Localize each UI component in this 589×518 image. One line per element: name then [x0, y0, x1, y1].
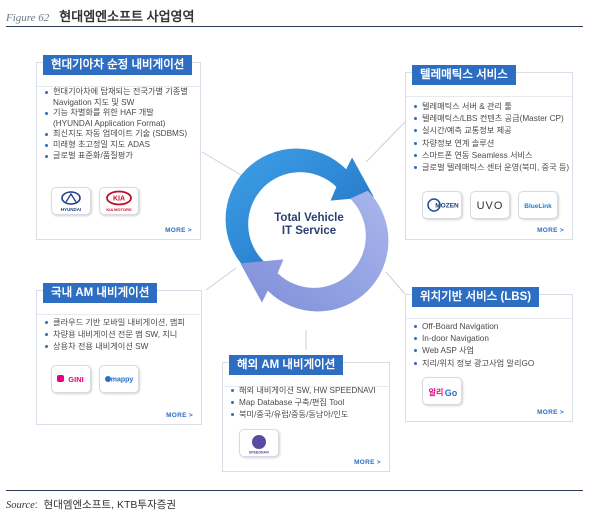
list-item: Web ASP 사업: [414, 345, 566, 357]
list-item: 텔레매틱스/LBS 컨텐츠 공급(Master CP): [414, 113, 566, 125]
list-item: 스마트폰 연동 Seamless 서비스: [414, 150, 566, 162]
hyundai-logo[interactable]: HYUNDAI: [51, 187, 91, 215]
list-item-continued: (HYUNDAI Application Format): [53, 118, 166, 128]
list-item: 미래형 초고정밀 지도 ADAS: [45, 140, 194, 151]
cycle-arrows-graphic: [225, 148, 389, 312]
center-line-2: IT Service: [281, 225, 337, 237]
svg-text:UVO: UVO: [477, 200, 504, 212]
list-item: 텔레매틱스 서버 & 관리 툴: [414, 101, 566, 113]
svg-text:MOZEN: MOZEN: [435, 203, 459, 210]
list-item-continued: Navigation 지도 및 SW: [53, 97, 135, 107]
source-note: Source: 현대엠엔소프트, KTB투자증권: [6, 499, 177, 511]
svg-text:BlueLink: BlueLink: [524, 203, 552, 210]
list-item: 차량용 내비게이션 전문 맵 SW, 지니: [45, 329, 195, 341]
list-item: 실시간/예측 교통정보 제공: [414, 125, 566, 137]
feature-list: Off-Board Navigation In-door Navigation …: [414, 321, 566, 370]
blue-cycle-arrow: [225, 148, 374, 270]
purple-cycle-arrow: [240, 190, 389, 312]
list-item: 상용차 전용 내비게이션 SW: [45, 341, 195, 353]
list-item: 기능 차별화를 위한 HAF 개발: [45, 108, 194, 119]
logo-row: GINI mappy: [51, 365, 139, 393]
uvo-logo[interactable]: UVO: [470, 191, 510, 219]
mozen-logo[interactable]: MOZEN: [422, 191, 462, 219]
box-title: 해외 AM 내비게이션: [229, 355, 344, 375]
bluelink-logo[interactable]: BlueLink: [518, 191, 558, 219]
alligo-logo[interactable]: 알리 Go: [422, 377, 462, 405]
box-overseas-am-navigation: 해외 AM 내비게이션 해외 내비게이션 SW, HW SPEEDNAVI Ma…: [222, 355, 390, 472]
svg-text:HYUNDAI: HYUNDAI: [61, 207, 82, 212]
list-item: Map Database 구축/편집 Tool: [231, 397, 383, 409]
more-link[interactable]: MORE >: [165, 227, 192, 234]
figure-header: Figure 62 현대엠엔소프트 사업영역: [6, 6, 583, 28]
box-location-based-service: 위치기반 서비스 (LBS) Off-Board Navigation In-d…: [405, 287, 573, 422]
logo-row: MOZEN UVO BlueLink: [422, 191, 558, 219]
logo-row: HYUNDAI KIA KIA MOTORS: [51, 187, 139, 215]
box-title: 국내 AM 내비게이션: [43, 283, 158, 303]
header-rule: [6, 26, 583, 27]
feature-list: 현대기아차에 탑재되는 전국가별 기종별 Navigation 지도 및 SW …: [45, 87, 194, 161]
speednavi-logo[interactable]: SPEEDNAVI: [239, 429, 279, 457]
list-item: 북미/중국/유럽/중동/동남아/인도: [231, 409, 383, 421]
list-item: 지리/위치 정보 광고사업 알리GO: [414, 358, 566, 370]
box-hyundai-kia-navigation: 현대기아차 순정 내비게이션 현대기아차에 탑재되는 전국가별 기종별 Navi…: [36, 55, 201, 240]
feature-list: 텔레매틱스 서버 & 관리 툴 텔레매틱스/LBS 컨텐츠 공급(Master …: [414, 101, 569, 174]
list-item: In-door Navigation: [414, 333, 566, 345]
footer-rule: [6, 490, 583, 491]
connector-lines: [201, 121, 406, 350]
svg-text:Go: Go: [445, 388, 458, 398]
svg-text:SPEEDNAVI: SPEEDNAVI: [249, 451, 270, 455]
mappy-logo[interactable]: mappy: [99, 365, 139, 393]
box-domestic-am-navigation: 국내 AM 내비게이션 클라우드 기반 모바일 내비게이션, 맵피 차량용 내비…: [36, 283, 202, 425]
feature-list: 해외 내비게이션 SW, HW SPEEDNAVI Map Database 구…: [231, 385, 383, 422]
diagram-stage: 현대기아차 순정 내비게이션 현대기아차에 탑재되는 전국가별 기종별 Navi…: [6, 32, 583, 487]
kia-logo[interactable]: KIA KIA MOTORS: [99, 187, 139, 215]
list-item: Off-Board Navigation: [414, 321, 566, 333]
list-item: 글로벌 표준화/품질평가: [45, 151, 194, 162]
cycle-center-label: Total Vehicle IT Service: [254, 212, 364, 238]
box-title: 위치기반 서비스 (LBS): [412, 287, 540, 307]
more-link[interactable]: MORE >: [537, 409, 564, 416]
more-link[interactable]: MORE >: [537, 227, 564, 234]
list-item: 클라우드 기반 모바일 내비게이션, 맵피: [45, 317, 195, 329]
svg-text:KIA MOTORS: KIA MOTORS: [106, 207, 132, 212]
list-item: 차량정보 연계 솔루션: [414, 138, 566, 150]
svg-text:KIA: KIA: [113, 196, 125, 203]
svg-text:mappy: mappy: [111, 377, 134, 384]
figure-title: 현대엠엔소프트 사업영역: [59, 9, 195, 24]
box-telematics-service: 텔레매틱스 서비스 텔레매틱스 서버 & 관리 툴 텔레매틱스/LBS 컨텐츠 …: [405, 65, 573, 240]
logo-row: SPEEDNAVI: [239, 429, 279, 457]
box-title: 현대기아차 순정 내비게이션: [43, 55, 193, 75]
logo-row: 알리 Go: [422, 377, 462, 405]
svg-text:GINI: GINI: [68, 375, 83, 384]
list-item: 최신지도 자동 업데이트 기술 (SDBMS): [45, 129, 194, 140]
source-text: 현대엠엔소프트, KTB투자증권: [43, 499, 177, 511]
center-line-1: Total Vehicle: [274, 212, 344, 224]
more-link[interactable]: MORE >: [166, 412, 193, 419]
more-link[interactable]: MORE >: [354, 459, 381, 466]
source-label: Source: [6, 500, 35, 511]
gini-logo[interactable]: GINI: [51, 365, 91, 393]
list-item: 글로벌 텔레매틱스 센터 운영(북미, 중국 등): [414, 162, 569, 174]
feature-list: 클라우드 기반 모바일 내비게이션, 맵피 차량용 내비게이션 전문 맵 SW,…: [45, 317, 195, 354]
svg-text:알리: 알리: [429, 387, 444, 397]
figure-label: Figure 62: [6, 12, 50, 24]
list-item: 현대기아차에 탑재되는 전국가별 기종별: [45, 87, 194, 98]
list-item: 해외 내비게이션 SW, HW SPEEDNAVI: [231, 385, 383, 397]
box-title: 텔레매틱스 서비스: [412, 65, 516, 85]
